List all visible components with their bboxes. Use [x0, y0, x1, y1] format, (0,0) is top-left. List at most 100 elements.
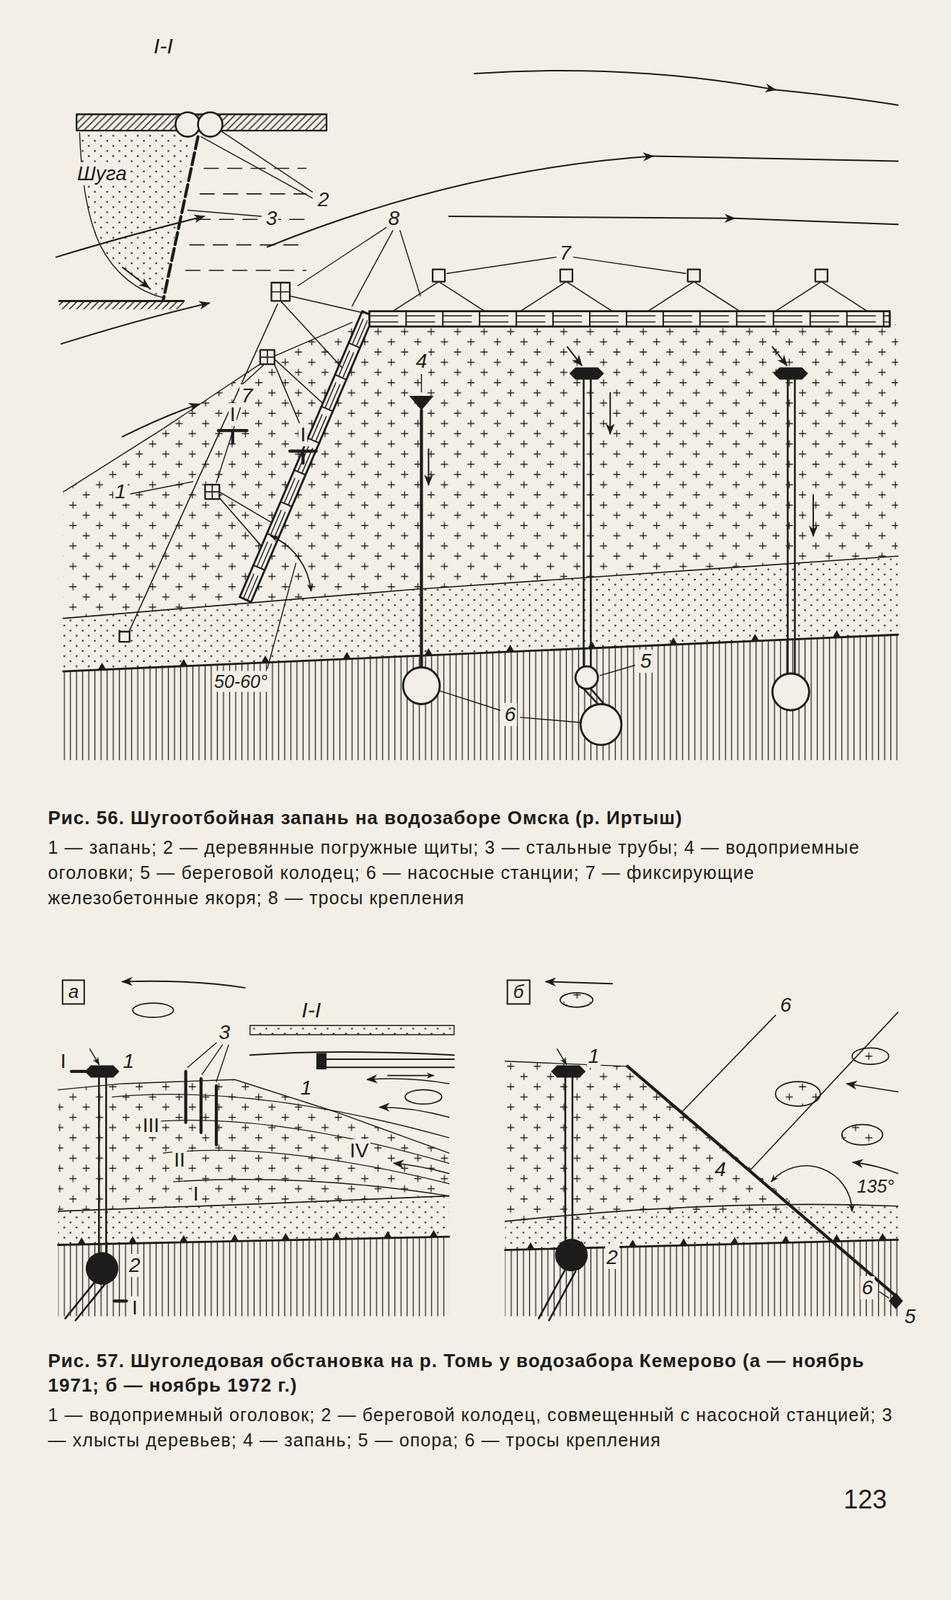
section-mark: I	[59, 1049, 68, 1073]
panel-a-plan-part	[324, 1059, 455, 1068]
water-intakes-part	[419, 410, 423, 668]
panel-letter: а	[68, 980, 79, 1003]
callout-number: 4	[414, 349, 429, 373]
river-plan-part	[653, 156, 899, 162]
water-intakes-part	[812, 494, 815, 536]
water-intakes-part	[772, 673, 809, 711]
section-inset-part	[79, 132, 164, 298]
section-inset-part	[79, 132, 192, 298]
river-plan-part	[63, 634, 899, 760]
panel-a-plan-part	[316, 1052, 327, 1070]
panel-b-plan-part	[888, 1292, 904, 1310]
callout-number: 4	[713, 1157, 728, 1181]
panel-b-plan-part	[505, 1204, 899, 1222]
panel-letter-box: а	[62, 979, 86, 1005]
ice-boom-part	[243, 312, 370, 601]
anchors-and-cables-part	[119, 631, 130, 642]
anchors-and-cables-part	[219, 295, 365, 546]
water-intakes-part	[403, 667, 440, 705]
anchors-and-cables-part	[271, 282, 290, 301]
section-inset-part	[198, 112, 223, 137]
callout-number: 6	[860, 1276, 875, 1300]
page-illustration-part	[56, 70, 904, 1321]
river-plan-part	[63, 555, 899, 618]
ice-boom-part	[369, 315, 890, 322]
ice-boom-part	[253, 343, 360, 571]
river-plan-part	[734, 218, 898, 225]
water-intakes	[403, 346, 814, 745]
section-inset	[59, 112, 327, 310]
angle-mark-part	[267, 563, 297, 669]
panel-a-plan-part	[90, 1049, 100, 1065]
callout-number: 5	[638, 649, 654, 673]
panel-a-plan-part	[122, 981, 246, 988]
river-plan-part	[61, 302, 210, 344]
anchors-and-cables-part	[815, 269, 828, 282]
anchors-and-cables	[119, 226, 868, 642]
panel-b-plan-part	[771, 1165, 853, 1212]
water-intakes-part	[773, 366, 809, 380]
ice-boom-part	[240, 311, 374, 603]
panel-a-plan-part	[58, 1196, 450, 1212]
figure-caption: Рис. 56. Шугоотбойная запань на водозабо…	[48, 806, 899, 831]
panel-a-plan-part	[58, 1196, 450, 1246]
panel-letter-box: б	[506, 979, 531, 1005]
section-inset-part	[59, 299, 184, 303]
water-intakes-part	[421, 374, 422, 392]
river-plan-part	[474, 70, 776, 91]
panel-b-plan-part	[555, 1238, 588, 1272]
panel-b-plan	[505, 981, 904, 1321]
anchors-and-cables-part	[392, 281, 868, 312]
section-inset-part	[186, 168, 307, 272]
ice-boom-part	[369, 311, 890, 327]
river-plan-part	[98, 630, 841, 670]
panel-b-plan-part	[852, 1162, 898, 1174]
panel-a-plan-part	[58, 1079, 450, 1212]
anchors-and-cables-part	[560, 269, 573, 282]
anchors-and-cables-part	[204, 484, 220, 499]
anchors-and-cables-part	[128, 304, 278, 634]
water-intakes-part	[409, 395, 435, 411]
water-intakes-part	[772, 346, 787, 365]
material-label: Шуга	[75, 162, 129, 186]
section-mark: I	[228, 403, 238, 427]
callout-number: 2	[316, 188, 331, 212]
panel-a-plan-part	[132, 1002, 174, 1018]
angle-mark	[267, 535, 311, 669]
water-intakes-part	[439, 665, 635, 723]
section-inset-part	[59, 300, 184, 309]
panel-a-plan-part	[58, 1079, 450, 1153]
water-intakes-part	[788, 379, 796, 674]
anchors-and-cables-part	[260, 349, 275, 365]
panel-b-plan-part	[879, 1292, 889, 1298]
panel-b-plan-part	[627, 1066, 896, 1296]
water-intakes-part	[584, 688, 605, 704]
panel-a-plan-part	[187, 1042, 229, 1082]
section-mark: I	[298, 423, 308, 447]
panel-a-plan-part	[71, 1071, 127, 1301]
water-intakes-part	[584, 379, 592, 667]
anchors-and-cables-part	[204, 484, 220, 499]
zone-number: II	[172, 1148, 187, 1172]
panel-b-plan-part	[550, 1064, 586, 1078]
callout-number: 6	[503, 702, 518, 727]
callout-number: 1	[586, 1044, 602, 1068]
panel-b-plan-part	[505, 1061, 807, 1222]
section-inset-part	[122, 267, 150, 288]
anchors-and-cables-part	[432, 269, 445, 282]
section-inset-part	[162, 136, 198, 300]
callout-number: 7	[240, 384, 255, 408]
section-inset-part	[175, 112, 200, 137]
panel-b-plan-part	[565, 1077, 573, 1240]
section-mark: I	[130, 1296, 140, 1320]
river-plan-part	[63, 634, 899, 672]
callout-number: 7	[558, 241, 573, 265]
callout-number: 6	[778, 993, 794, 1017]
callout-number: 3	[264, 206, 280, 230]
callout-number: 2	[127, 1253, 143, 1277]
panel-a-plan-part	[77, 1230, 439, 1245]
zone-number: III	[141, 1113, 161, 1138]
panel-a-plan-part	[186, 1071, 217, 1145]
figure-caption: Рис. 57. Шуголедовая обстановка на р. То…	[48, 1348, 899, 1399]
